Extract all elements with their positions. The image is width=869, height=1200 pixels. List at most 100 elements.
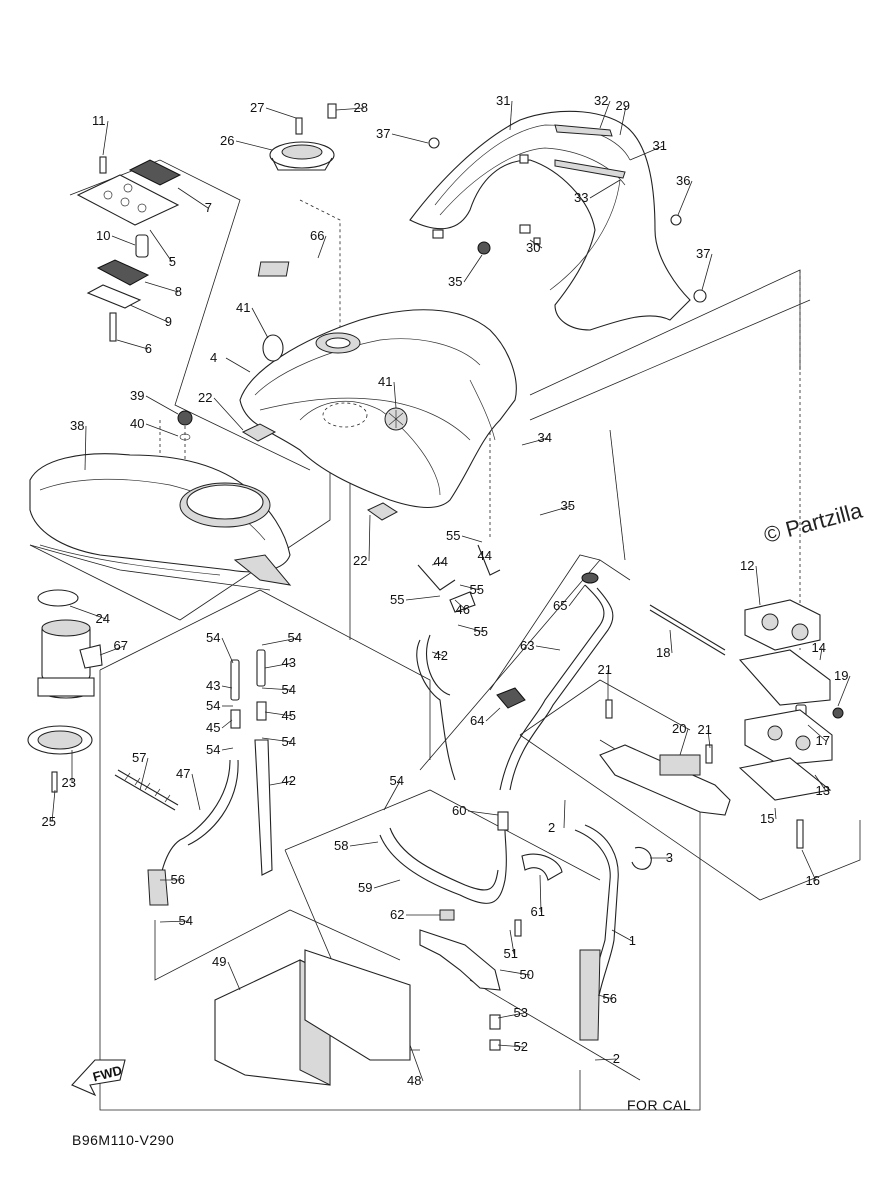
charcoal-canister: [214, 919, 522, 1086]
callout-leader-53: [497, 1012, 525, 1019]
callout-leader-12: [755, 565, 761, 606]
callout-leader-43: [264, 662, 293, 669]
callout-leader-55: [405, 595, 441, 601]
tank-damper: [241, 423, 398, 521]
part-number-54: 54: [206, 630, 220, 645]
part-number-50: 50: [520, 967, 534, 982]
callout-leader-33: [589, 179, 621, 199]
part-number-66: 66: [310, 228, 324, 243]
part-number-43: 43: [282, 655, 296, 670]
part-number-28: 28: [354, 100, 368, 115]
part-number-29: 29: [616, 98, 630, 113]
callout-leader-60: [467, 810, 499, 816]
part-number-67: 67: [114, 638, 128, 653]
callout-leader-17: [807, 724, 827, 742]
tank-bracket-assembly: [76, 156, 182, 342]
part-number-30: 30: [526, 240, 540, 255]
callout-leader-59: [373, 879, 401, 889]
fuel-cap: [269, 103, 337, 171]
callout-leader-55: [457, 624, 485, 633]
callout-leader-46: [454, 599, 467, 611]
part-number-14: 14: [812, 640, 826, 655]
part-number-54: 54: [288, 630, 302, 645]
part-number-21: 21: [598, 662, 612, 677]
callout-leader-2: [594, 1058, 617, 1061]
callout-leader-11: [102, 120, 109, 156]
callout-leader-34: [521, 437, 549, 446]
part-number-60: 60: [452, 803, 466, 818]
callout-leader-44: [431, 561, 445, 566]
callout-leader-7: [177, 187, 209, 209]
callout-leader-24: [69, 605, 107, 620]
callout-leader-49: [227, 961, 241, 991]
callout-leader-2: [563, 799, 566, 829]
part-number-38: 38: [70, 418, 84, 433]
part-number-35: 35: [448, 274, 462, 289]
breather-assembly: [496, 572, 614, 791]
fuel-tank: [239, 309, 517, 508]
part-number-54: 54: [282, 682, 296, 697]
callout-leader-31: [629, 145, 664, 161]
callout-leader-50: [499, 969, 531, 976]
fuel-pump-assembly: [27, 589, 103, 793]
tank-base-housing: [29, 410, 292, 586]
part-number-4: 4: [210, 350, 217, 365]
callout-leader-54: [383, 780, 401, 811]
part-number-2: 2: [613, 1051, 620, 1066]
part-number-37: 37: [376, 126, 390, 141]
part-number-54: 54: [179, 913, 193, 928]
part-number-54: 54: [282, 734, 296, 749]
callout-leader-20: [679, 728, 689, 756]
part-number-48: 48: [407, 1073, 421, 1088]
part-number-59: 59: [358, 880, 372, 895]
diagram-code: B96M110-V290: [72, 1132, 174, 1148]
part-number-63: 63: [520, 638, 534, 653]
part-number-25: 25: [42, 814, 56, 829]
callout-leader-67: [99, 645, 125, 656]
callout-leader-58: [349, 841, 379, 847]
part-number-55: 55: [470, 582, 484, 597]
part-number-36: 36: [676, 173, 690, 188]
callout-leader-57: [139, 757, 149, 791]
part-number-65: 65: [553, 598, 567, 613]
part-number-42: 42: [282, 773, 296, 788]
callout-leader-40: [145, 423, 179, 437]
callout-leader-51: [509, 929, 515, 955]
callout-leader-1: [611, 929, 633, 942]
callout-leader-41: [393, 381, 397, 409]
callout-leader-13: [814, 774, 827, 792]
callout-leader-63: [535, 645, 561, 651]
callout-leader-54: [261, 637, 299, 646]
part-number-49: 49: [212, 954, 226, 969]
part-number-39: 39: [130, 388, 144, 403]
callout-leader-28: [335, 107, 365, 111]
callout-leader-29: [619, 105, 627, 136]
part-number-35: 35: [561, 498, 575, 513]
part-number-64: 64: [470, 713, 484, 728]
part-number-53: 53: [514, 1005, 528, 1020]
tank-cover: [409, 110, 707, 331]
part-number-57: 57: [132, 750, 146, 765]
part-number-12: 12: [740, 558, 754, 573]
part-number-45: 45: [282, 708, 296, 723]
callout-leader-32: [599, 100, 611, 129]
callout-leader-43: [221, 685, 233, 689]
callout-leader-39: [145, 395, 179, 415]
part-number-37: 37: [696, 246, 710, 261]
part-number-13: 13: [816, 783, 830, 798]
callout-leader-54: [159, 920, 190, 923]
callout-leader-65: [568, 584, 586, 607]
part-number-54: 54: [390, 773, 404, 788]
part-number-44: 44: [434, 554, 448, 569]
callout-leader-54: [221, 747, 234, 751]
callout-leader-31: [509, 100, 513, 131]
callout-leader-25: [51, 789, 56, 823]
part-number-41: 41: [236, 300, 250, 315]
part-number-27: 27: [250, 100, 264, 115]
part-number-44: 44: [478, 548, 492, 563]
callout-leader-54: [261, 737, 293, 743]
part-number-20: 20: [672, 721, 686, 736]
callout-leader-9: [129, 304, 169, 323]
